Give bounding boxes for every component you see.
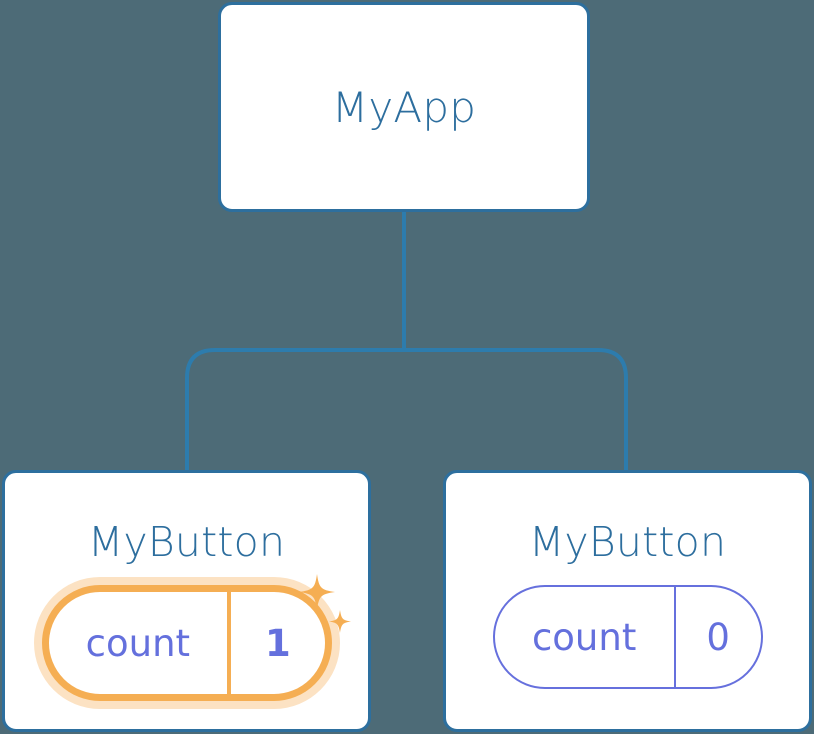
edge-branch-left xyxy=(185,348,404,472)
node-myapp-label: MyApp xyxy=(331,82,477,132)
state-pill-right-wrapper: count 0 xyxy=(446,585,809,689)
state-pill-left[interactable]: count 1 xyxy=(41,574,351,701)
state-value-right: 0 xyxy=(706,615,730,659)
node-myapp[interactable]: MyApp xyxy=(218,2,590,212)
state-key-right: count xyxy=(495,587,676,687)
sparkle-small-icon xyxy=(328,610,351,633)
node-mybutton-right[interactable]: MyButton count 0 xyxy=(443,470,812,732)
state-value-left: 1 xyxy=(264,621,291,665)
edge-branch-right xyxy=(404,348,628,472)
node-mybutton-left-label: MyButton xyxy=(87,518,286,566)
node-mybutton-left[interactable]: MyButton count 1 xyxy=(2,470,371,732)
state-pill-left-wrapper: count 1 xyxy=(5,574,368,701)
node-mybutton-right-label: MyButton xyxy=(528,518,727,566)
state-pill-right[interactable]: count 0 xyxy=(492,585,763,689)
state-key-left: count xyxy=(49,592,232,694)
